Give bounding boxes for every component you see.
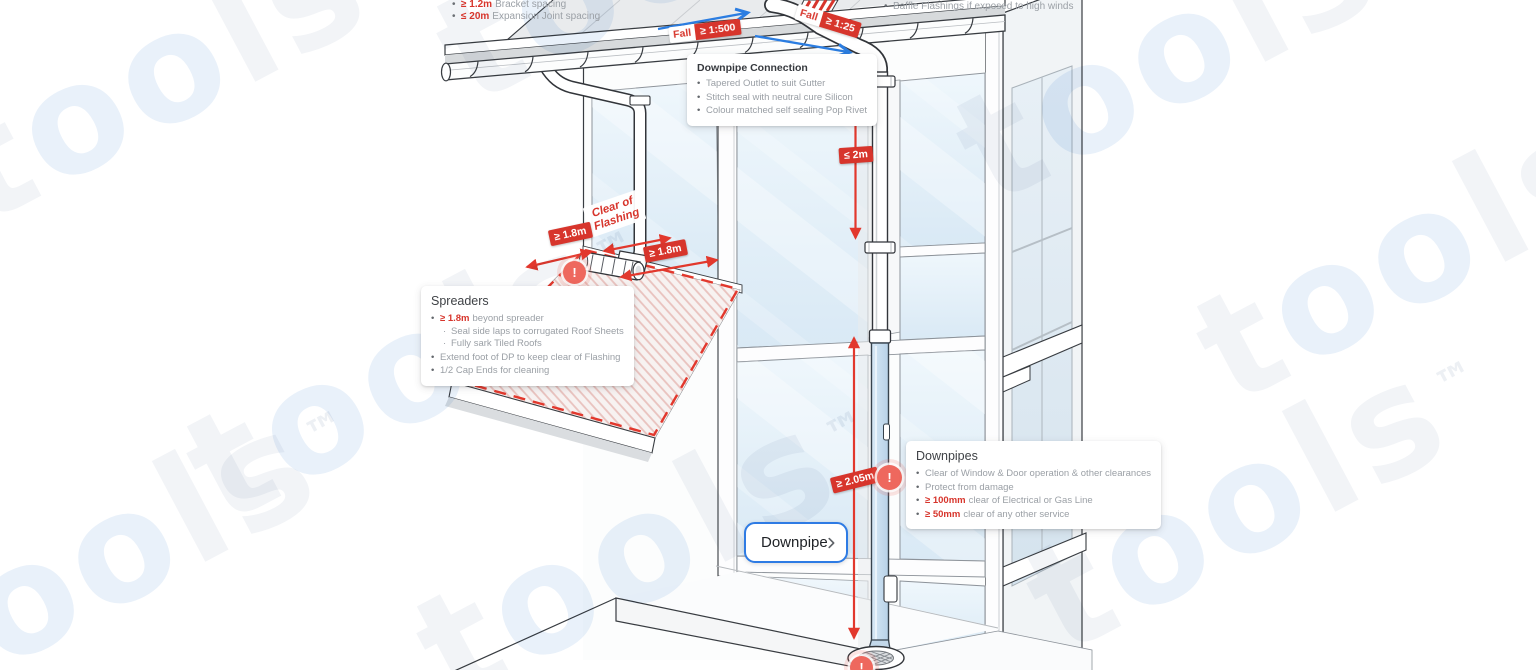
callout-item: 1/2 Cap Ends for cleaning <box>431 365 624 377</box>
downpipe-button[interactable]: Downpipe <box>744 522 848 563</box>
gutter-brackets <box>469 18 974 78</box>
bracket-spacing-badge: ≤ 2m <box>838 145 874 165</box>
callout-subitem: Fully sark Tiled Roofs <box>443 338 624 350</box>
callout-item: Clear of Window & Door operation & other… <box>916 468 1151 480</box>
callout-title: Spreaders <box>431 294 489 308</box>
callout-title: Downpipe Connection <box>697 62 808 74</box>
corner-post <box>984 0 1004 659</box>
callout-downpipes: Downpipes Clear of Window & Door operati… <box>906 441 1162 529</box>
downpipe-bracket <box>864 241 896 254</box>
roof-notes: Baffle Flashings if exposed to high wind… <box>884 1 1073 13</box>
callout-item: Colour matched self sealing Pop Rivet <box>697 105 867 117</box>
right-return-wall <box>1002 0 1087 670</box>
callout-downpipe-connection: Downpipe Connection Tapered Outlet to su… <box>687 54 878 126</box>
callout-item: Extend foot of DP to keep clear of Flash… <box>431 352 624 364</box>
callout-item: Stitch seal with neutral cure Silicon <box>697 92 867 104</box>
callout-item: Protect from damage <box>916 482 1151 494</box>
callout-title: Downpipes <box>916 449 978 463</box>
main-wall <box>582 26 986 660</box>
downpipe-bracket <box>883 575 898 603</box>
callout-item: Tapered Outlet to suit Gutter <box>697 78 867 90</box>
downpipe-button-label: Downpipe <box>761 534 828 551</box>
note-item: Baffle Flashings if exposed to high wind… <box>884 1 1073 13</box>
warning-icon[interactable]: ! <box>877 465 902 490</box>
warning-icon[interactable]: ! <box>850 656 873 670</box>
warning-icon[interactable]: ! <box>563 261 586 284</box>
ground-slab <box>454 565 1093 670</box>
chevron-right-icon <box>828 537 835 548</box>
callout-subitem: Seal side laps to corrugated Roof Sheets <box>443 326 624 338</box>
